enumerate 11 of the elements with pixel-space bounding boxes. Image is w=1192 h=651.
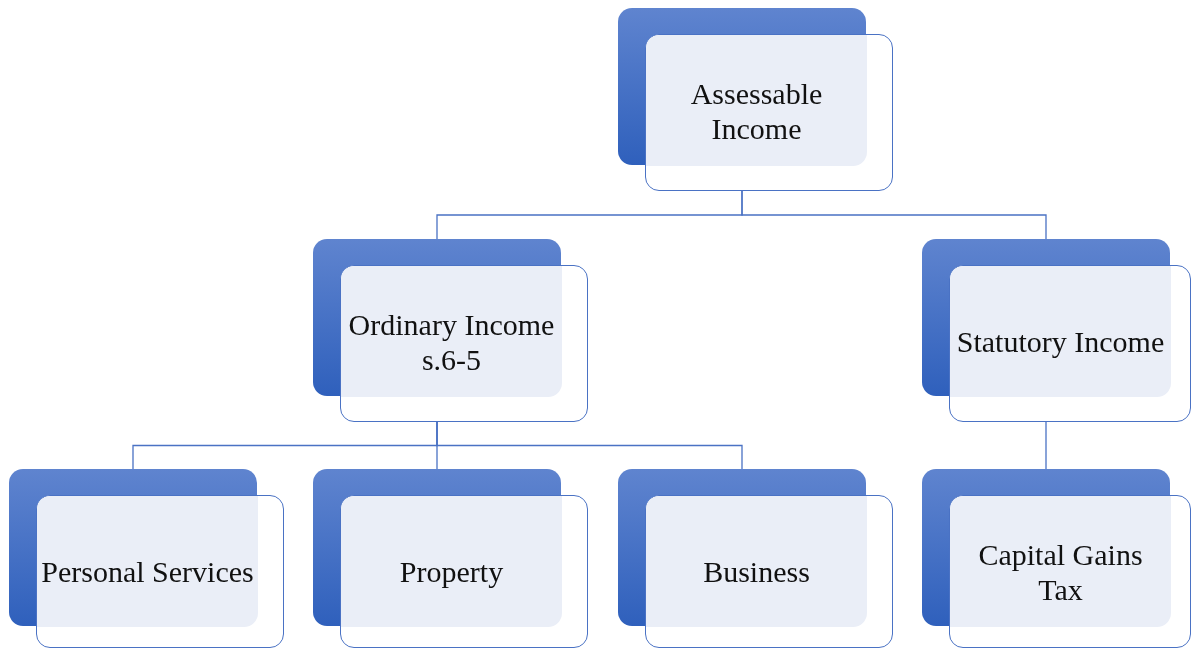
card-text: s.6-5 [420,341,483,377]
card-text: Statutory Income [955,324,1166,359]
card-text: Capital Gains Tax [977,536,1144,607]
card-text: Personal Services [40,554,255,589]
card-text: Property [398,554,505,589]
card-text: Assessable Income [689,75,824,146]
connector-line [741,190,1047,240]
card-text: Ordinary Income [347,306,556,342]
connector-line [436,421,743,470]
card-text: Business [702,554,811,589]
connector-line [1045,421,1047,470]
